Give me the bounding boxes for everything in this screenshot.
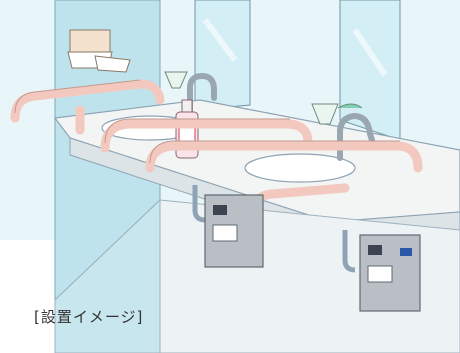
paper-towel-dispenser-icon	[67, 29, 131, 73]
faucet-icon	[187, 72, 375, 161]
mirror-left	[194, 0, 251, 111]
drain-pipes	[192, 185, 356, 273]
water-heater-icon	[204, 194, 421, 312]
sink-right	[244, 153, 356, 183]
caption: [設置イメージ]	[34, 308, 144, 326]
soap-dispenser	[164, 71, 363, 125]
